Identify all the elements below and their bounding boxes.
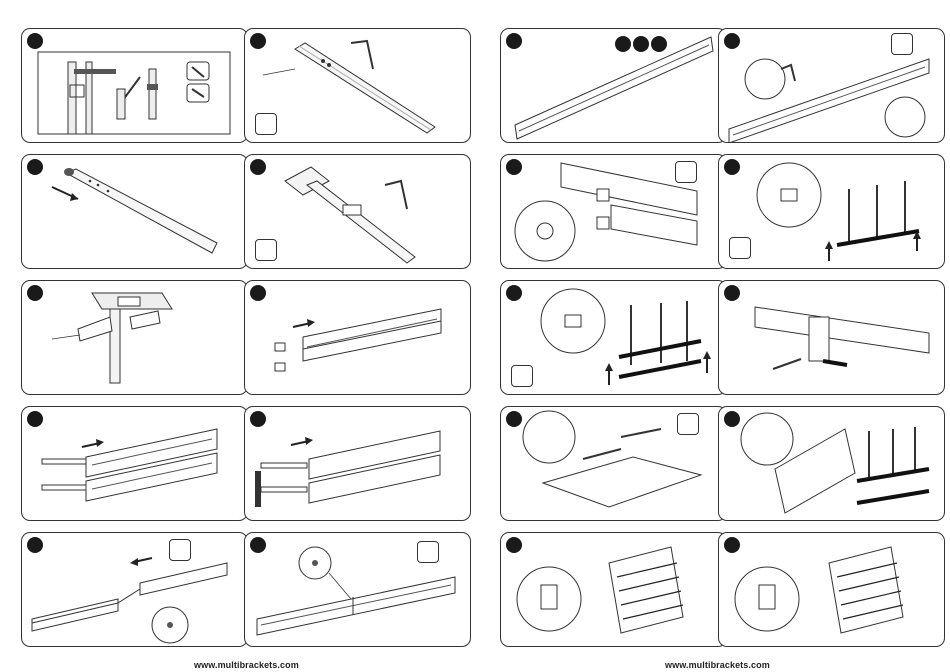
rail-insert-connectors-illustration: [22, 407, 248, 521]
pole-bracket-illustration: [22, 281, 248, 395]
instruction-panel-19: [500, 532, 727, 647]
pole-end-cap-illustration: [22, 155, 248, 269]
rail-insert-plates-illustration: [245, 407, 471, 521]
video-wall-adjust-illustration: [501, 533, 727, 647]
phillips-plus-icon: [677, 413, 699, 435]
instruction-panel-18: [718, 406, 945, 521]
instruction-panel-11: [500, 28, 727, 143]
instruction-panel-17: [500, 406, 727, 521]
footer-url-right: www.multibrackets.com: [665, 660, 770, 670]
instruction-panel-16: [718, 280, 945, 395]
video-wall-lock-illustration: [719, 533, 945, 647]
instruction-panel-1: [21, 28, 248, 143]
instruction-panel-8: [244, 406, 471, 521]
instruction-panel-12: [718, 28, 945, 143]
clamp-detail-illustration: [719, 281, 945, 395]
hex-key-icon: [255, 113, 277, 135]
instruction-panel-5: [21, 280, 248, 395]
instruction-panel-15: [500, 280, 727, 395]
instruction-panel-6: [244, 280, 471, 395]
hex-key-icon: [511, 365, 533, 387]
hex-key-icon: [255, 239, 277, 261]
instruction-panel-13: [500, 154, 727, 269]
long-rail-illustration: [501, 29, 727, 143]
rail-insert-nuts-illustration: [245, 281, 471, 395]
footer-url-left: www.multibrackets.com: [194, 660, 299, 670]
instruction-panel-2: [244, 28, 471, 143]
ceiling-plate-attach-illustration: [245, 155, 471, 269]
step-reference-circle: [615, 36, 631, 52]
instruction-panel-10: [244, 532, 471, 647]
ceiling-mount-illustration: [22, 29, 248, 143]
hang-screen-illustration: [719, 407, 945, 521]
hex-key-icon: [417, 541, 439, 563]
rail-join-illustration: [22, 533, 248, 647]
instruction-panel-7: [21, 406, 248, 521]
hex-key-icon: [169, 539, 191, 561]
instruction-panel-14: [718, 154, 945, 269]
instruction-panel-3: [21, 154, 248, 269]
hex-key-icon: [729, 237, 751, 259]
instruction-panel-20: [718, 532, 945, 647]
pole-screw-assembly-illustration: [245, 29, 471, 143]
instruction-panel-4: [244, 154, 471, 269]
rail-grid-illustration: [501, 281, 727, 395]
lift-rails-illustration: [719, 155, 945, 269]
step-reference-circle: [633, 36, 649, 52]
instruction-panel-9: [21, 532, 248, 647]
hex-key-icon: [675, 161, 697, 183]
hex-key-icon: [891, 33, 913, 55]
step-reference-circle: [651, 36, 667, 52]
